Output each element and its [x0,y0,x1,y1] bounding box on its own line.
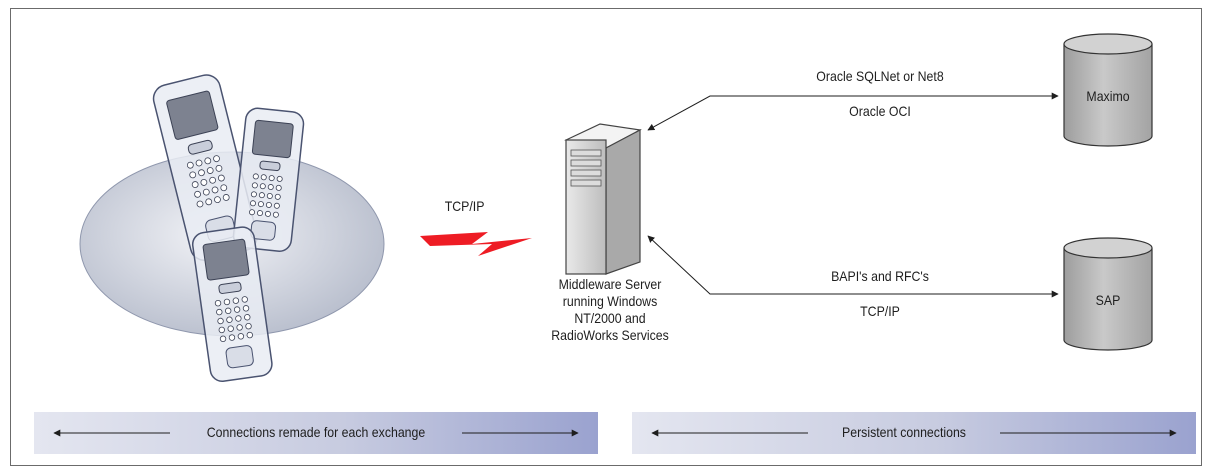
maximo-connection-arrow [647,92,1059,131]
sap-link-top-label: BAPI's and RFC's [831,268,929,284]
sap-link-bottom-label: TCP/IP [860,303,900,319]
server-icon [564,123,642,275]
maximo-link-bottom-label: Oracle OCI [849,103,911,119]
server-label-line: Middleware Server [558,276,662,292]
handheld-device-icon [191,226,273,382]
wireless-protocol-label: TCP/IP [444,198,485,214]
wireless-lightning-icon [420,232,532,256]
sap-database-icon [1063,237,1153,351]
server-label-line: RadioWorks Services [551,327,669,343]
maximo-database-icon [1063,33,1153,147]
maximo-link-top-label: Oracle SQLNet or Net8 [816,68,944,84]
maximo-database-label: Maximo [1086,88,1130,104]
sap-connection-arrow [647,235,1059,298]
persistent-connections-band: Persistent connections [632,412,1196,454]
band-arrow [53,429,579,437]
band-arrow [651,429,1177,437]
sap-database-label: SAP [1095,292,1121,308]
diagram-frame [10,8,1202,466]
server-label-line: NT/2000 and [574,310,646,326]
connections-remade-band: Connections remade for each exchange [34,412,598,454]
server-label-line: running Windows [562,293,658,309]
band-label: Persistent connections [842,424,966,440]
handheld-device-icon [232,107,305,252]
band-label: Connections remade for each exchange [206,424,426,440]
server-label: Middleware Server running Windows NT/200… [531,276,689,344]
